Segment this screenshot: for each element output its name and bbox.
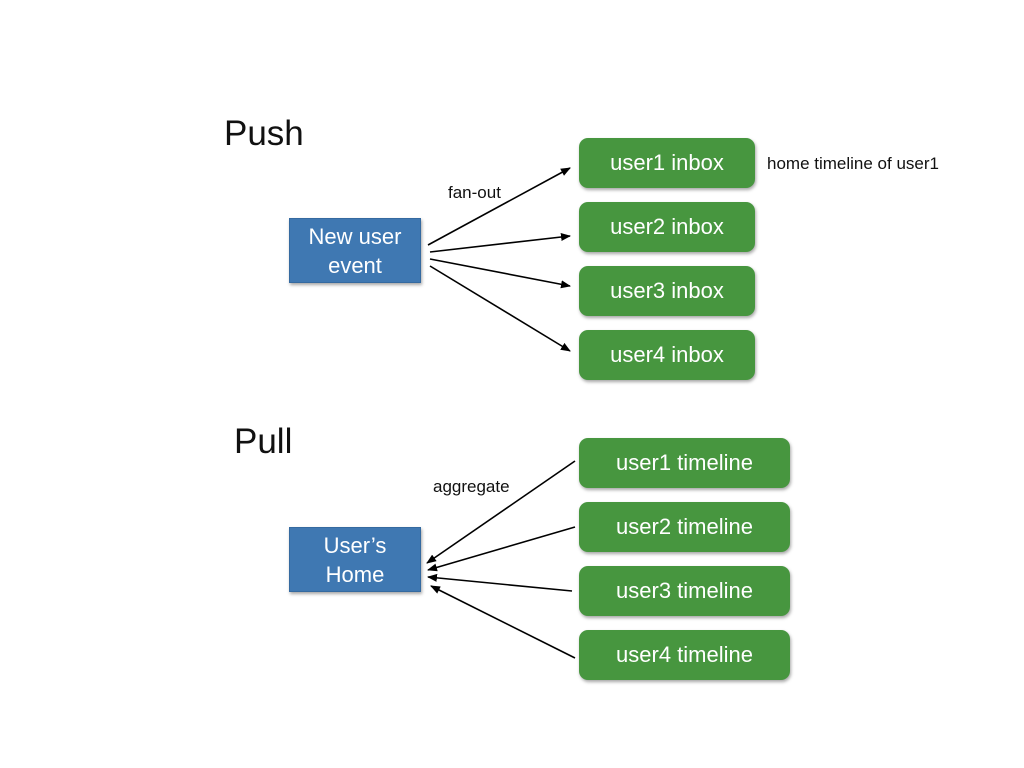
user3-timeline-box: user3 timeline bbox=[579, 566, 790, 616]
fan-out-arrow-user1 bbox=[427, 167, 571, 246]
aggregate-arrow-user1 bbox=[426, 460, 576, 564]
pull-heading: Pull bbox=[234, 422, 293, 461]
users-home-label: User’s Home bbox=[323, 532, 387, 587]
home-timeline-note: home timeline of user1 bbox=[767, 154, 939, 173]
user2-inbox-box: user2 inbox bbox=[579, 202, 755, 252]
user3-inbox-box: user3 inbox bbox=[579, 266, 755, 316]
users-home-box: User’s Home bbox=[289, 527, 421, 592]
new-user-event-box: New user event bbox=[289, 218, 421, 283]
user1-inbox-box: user1 inbox bbox=[579, 138, 755, 188]
push-heading: Push bbox=[224, 114, 304, 153]
user3-inbox-label: user3 inbox bbox=[610, 278, 724, 303]
fan-out-arrow-user4 bbox=[429, 265, 571, 352]
aggregate-label: aggregate bbox=[433, 477, 510, 496]
aggregate-arrow-user3 bbox=[427, 573, 573, 592]
user1-inbox-label: user1 inbox bbox=[610, 150, 724, 175]
user4-timeline-box: user4 timeline bbox=[579, 630, 790, 680]
aggregate-arrow-user4 bbox=[430, 585, 576, 659]
new-user-event-label: New user event bbox=[308, 223, 402, 278]
user3-timeline-label: user3 timeline bbox=[616, 578, 753, 603]
fan-out-label: fan-out bbox=[448, 183, 501, 202]
user2-timeline-label: user2 timeline bbox=[616, 514, 753, 539]
user4-inbox-box: user4 inbox bbox=[579, 330, 755, 380]
aggregate-arrow-user2 bbox=[427, 526, 576, 572]
user1-timeline-box: user1 timeline bbox=[579, 438, 790, 488]
fan-out-arrow-user3 bbox=[429, 258, 571, 289]
fan-out-arrow-user2 bbox=[429, 233, 571, 253]
user4-inbox-label: user4 inbox bbox=[610, 342, 724, 367]
user4-timeline-label: user4 timeline bbox=[616, 642, 753, 667]
user2-inbox-label: user2 inbox bbox=[610, 214, 724, 239]
user1-timeline-label: user1 timeline bbox=[616, 450, 753, 475]
user2-timeline-box: user2 timeline bbox=[579, 502, 790, 552]
